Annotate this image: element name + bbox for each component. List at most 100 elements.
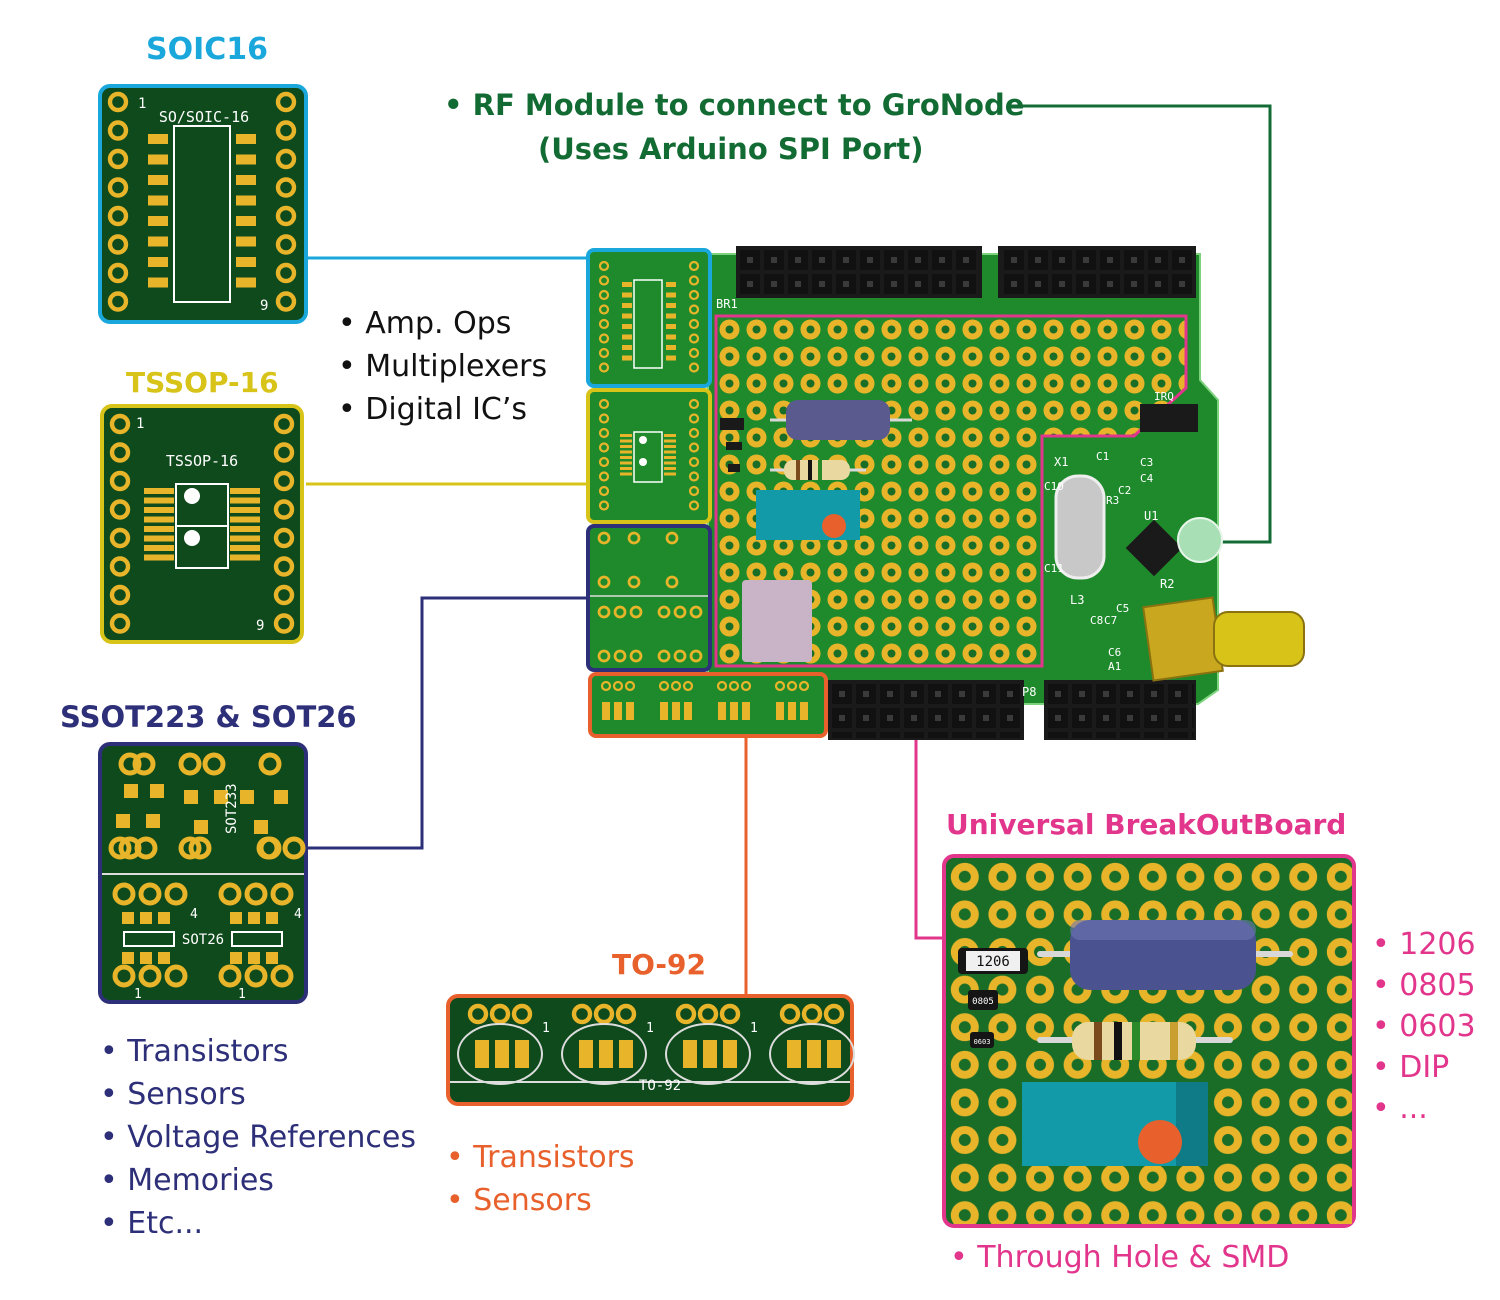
mini-pad: [688, 398, 700, 410]
through-hole-pad: [256, 836, 280, 860]
shield-label-u1: U1: [1144, 509, 1158, 523]
mini-pad: [688, 471, 700, 482]
shield-label-a1: A1: [1108, 660, 1121, 673]
mini-smd: [622, 282, 632, 287]
smd-pad: [144, 545, 174, 551]
mini-pad: [598, 442, 610, 453]
soic-board-label: SO/SOIC-16: [159, 108, 249, 126]
universal-note: • Through Hole & SMD: [950, 1240, 1290, 1275]
smd-pad: [230, 488, 260, 494]
through-hole-pad: [118, 752, 142, 776]
mini-pad: [682, 680, 694, 692]
connector-lines: [306, 104, 1272, 995]
through-hole-pad: [107, 177, 129, 198]
mini-smd: [800, 702, 808, 720]
shield-label-p8: P8: [1022, 685, 1036, 699]
mini-smd: [666, 324, 676, 329]
soic-title: SOIC16: [146, 32, 269, 67]
sot-board: SOT233 SOT26 4 4 1 1: [98, 742, 308, 1004]
through-hole-pad: [107, 262, 129, 284]
smd-pad: [254, 820, 268, 834]
irq-jumper: [1140, 404, 1198, 432]
mini-smd: [666, 282, 676, 287]
smd-pad: [683, 1040, 697, 1068]
smd-pad: [236, 195, 256, 206]
universal-title: Universal BreakOutBoard: [946, 808, 1347, 841]
smd-pad: [122, 952, 134, 964]
through-hole-pad: [273, 442, 295, 463]
soic-through-hole-pins: [107, 91, 297, 312]
through-hole-pad: [109, 413, 131, 435]
smd-pad: [144, 526, 174, 532]
smd-pad: [230, 554, 260, 561]
sot-pads: [108, 752, 306, 988]
universal-note-text: Through Hole & SMD: [977, 1240, 1290, 1275]
smd-pad: [230, 516, 260, 523]
shield-tssop-mini: [586, 388, 712, 524]
shield-label-c2: C2: [1118, 484, 1131, 497]
through-hole-pad: [218, 964, 242, 988]
trimmer-knob: [1138, 1120, 1182, 1164]
mini-pad: [688, 304, 700, 315]
through-hole-pad: [109, 442, 131, 463]
through-hole-pad: [823, 1003, 845, 1025]
through-hole-pad: [571, 1003, 593, 1025]
package-item: 0603: [1372, 1006, 1475, 1047]
mini-pad: [774, 680, 786, 692]
smd-pad: [148, 277, 168, 288]
package-item: 1206: [1372, 924, 1475, 965]
to92-outline: [769, 1023, 855, 1085]
package-item: 0805: [1372, 965, 1475, 1006]
sot-uses-list: TransistorsSensorsVoltage ReferencesMemo…: [100, 1030, 416, 1245]
smd-pad: [140, 952, 152, 964]
mini-pad: [688, 427, 700, 439]
mini-pad: [688, 456, 700, 468]
rf-chip-u1: [1125, 519, 1183, 577]
to92-use-item: Sensors: [446, 1179, 635, 1222]
soic-pin-first: 1: [138, 96, 146, 112]
mini-pad: [597, 649, 611, 663]
through-hole-pad: [273, 527, 295, 549]
mini-smd: [622, 313, 632, 319]
smd-pad: [230, 952, 242, 964]
through-hole-pad: [779, 1003, 801, 1025]
mini-pad: [688, 318, 700, 330]
mini-pad: [627, 531, 641, 545]
through-hole-pad: [134, 836, 158, 860]
mini-pad: [716, 680, 728, 692]
mini-smd: [684, 702, 692, 720]
through-hole-pad: [178, 752, 202, 776]
mini-pad: [598, 485, 610, 497]
smd-0805-part: [968, 990, 998, 1010]
smd-pad: [144, 554, 174, 561]
mini-smd: [742, 702, 750, 720]
mini-smd: [622, 355, 632, 361]
mini-smd: [620, 439, 632, 443]
smd-pad: [158, 912, 170, 924]
smd-pad: [236, 175, 256, 185]
mini-pad: [728, 680, 740, 692]
mini-pad: [688, 275, 700, 286]
tssop-smd-pads: [144, 488, 260, 561]
through-hole-pad: [188, 836, 212, 860]
through-hole-pad: [218, 882, 242, 906]
universal-board: 1206 0805 0603: [942, 854, 1356, 1228]
mini-smd: [664, 467, 676, 470]
smd-pad: [144, 497, 174, 504]
mini-pad: [598, 398, 610, 410]
through-hole-pad: [615, 1003, 637, 1025]
mini-smd: [666, 303, 676, 308]
mini-pad: [657, 605, 671, 619]
mini-pad: [598, 289, 610, 301]
mini-smd: [620, 450, 632, 454]
tssop-board-label: TSSOP-16: [166, 452, 238, 470]
mini-pad: [598, 347, 610, 359]
mini-pad: [598, 471, 610, 482]
to92-pin-1-b: 1: [646, 1021, 654, 1036]
smd-pad: [248, 952, 260, 964]
mini-pad: [598, 427, 610, 439]
smd-pad: [148, 134, 168, 144]
through-hole-pad: [273, 499, 295, 520]
to92-outline: [665, 1023, 751, 1085]
ic-use-item: Digital IC’s: [338, 388, 547, 431]
